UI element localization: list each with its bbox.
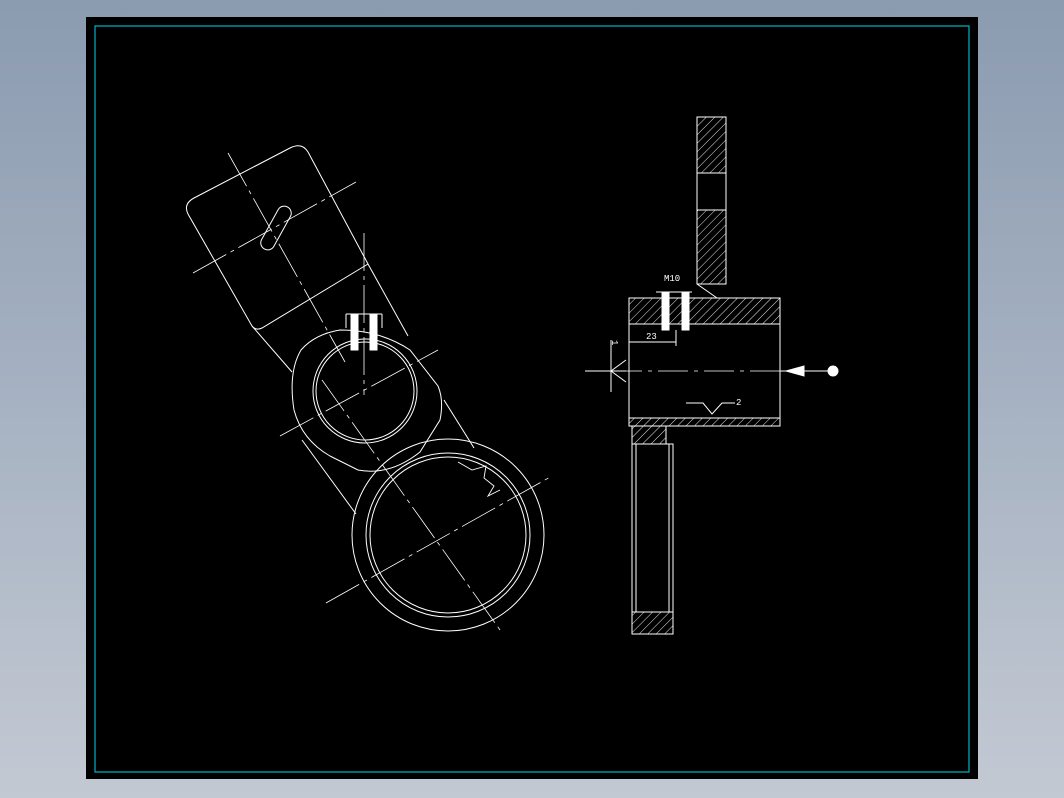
cad-viewport[interactable]: M10 23 2 1 [86,17,978,779]
clamp-screw-left [350,313,359,351]
neck-section [631,425,667,445]
lever-slot [260,205,292,251]
clamp-screw-right [369,313,378,351]
arm-section-top [696,116,727,174]
middle-hub-outline [291,329,443,472]
large-hub-outer [351,438,545,632]
lever-arm-edge-lower [251,325,293,373]
lever-section-view [585,116,839,635]
hub-top-wall [628,297,781,325]
lower-arm-edge-right [443,399,475,449]
lower-hub-body [631,443,674,635]
large-hub-bore-outer [365,452,531,618]
large-hub-bore-inner [369,456,527,614]
label-dimension: 23 [646,332,657,342]
lower-hub-bottom [631,611,674,635]
middle-hub-bore-outer [312,338,418,444]
label-thread: M10 [664,274,680,284]
arm-section-mid [696,209,727,285]
middle-hub-bore-inner [315,341,415,441]
lever-front-view [186,145,545,632]
break-mark [457,461,501,498]
left-view-centerlines [192,152,553,631]
clamp-point [827,365,839,377]
lever-head-outline [186,145,369,330]
drawing-frame [94,25,970,773]
clamp-arrow-head [784,365,805,377]
screw-M10-left [661,291,670,331]
screw-M10-right [681,291,690,331]
lever-arm-edge-upper [367,263,409,337]
label-surface-mark: 2 [736,398,741,408]
label-section-mark: 1 [609,340,619,345]
lower-arm-edge-left [301,439,357,515]
hub-bottom-wall [628,417,781,427]
surface-mark [686,402,735,415]
